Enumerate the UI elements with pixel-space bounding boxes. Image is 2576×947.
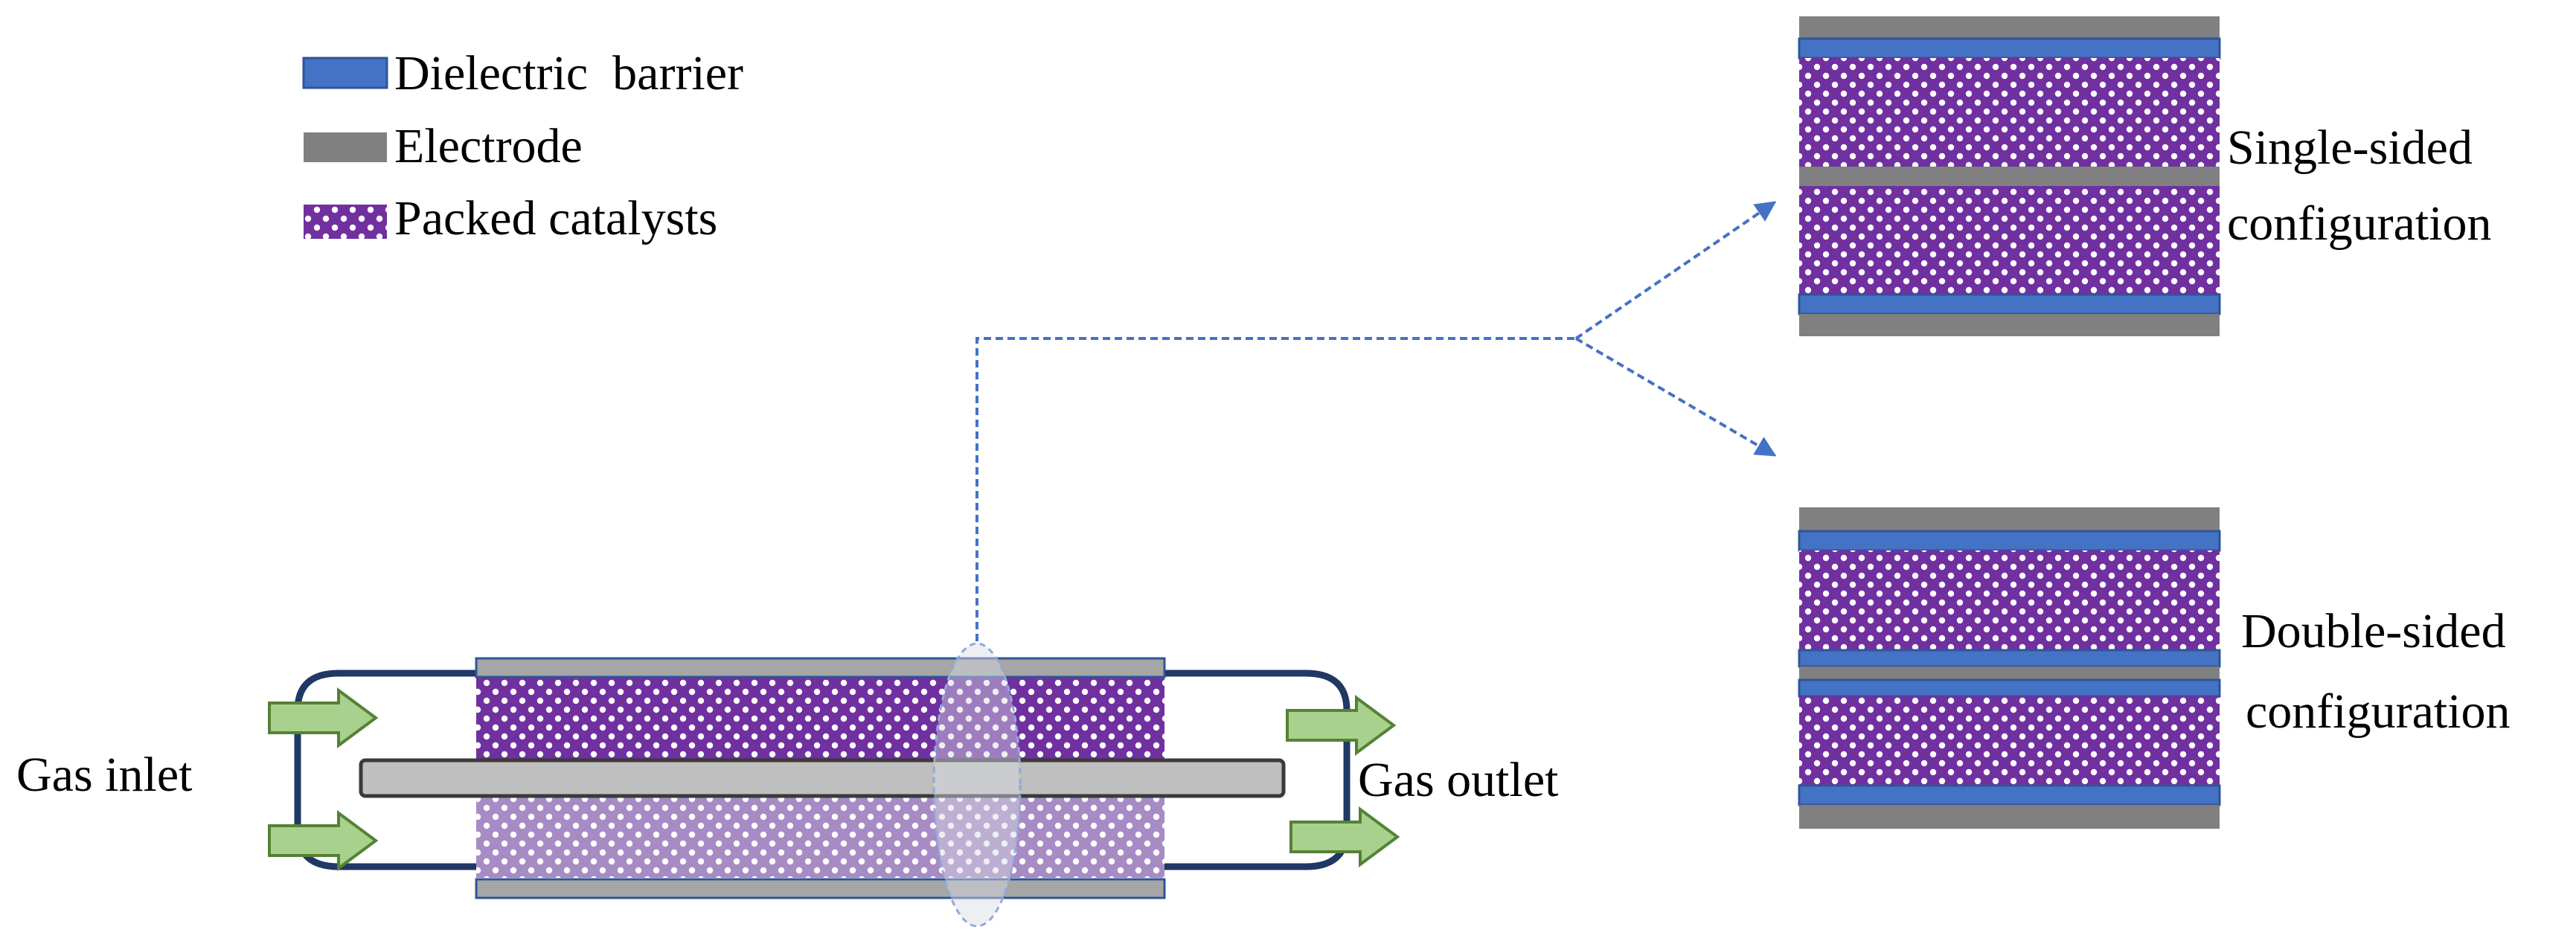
gas-inlet-label: Gas inlet xyxy=(16,748,192,802)
single-electrode-bottom xyxy=(1799,314,2220,336)
leader-arrow-single xyxy=(1574,201,1777,340)
inlet-arrow-top xyxy=(268,687,379,748)
double-catalyst-lower xyxy=(1799,696,2220,786)
double-dielectric-middle-lower xyxy=(1798,678,2221,698)
leader-line-main xyxy=(975,337,1576,641)
legend-label-dielectric: Dielectric barrier xyxy=(394,46,743,100)
inlet-arrow-bottom xyxy=(268,810,379,871)
single-sided-config: Single-sided configuration xyxy=(1798,16,2492,336)
outlet-arrow-top xyxy=(1286,695,1397,756)
double-sided-config: Double-sided configuration xyxy=(1798,507,2511,829)
single-electrode-top xyxy=(1799,16,2220,39)
outlet-arrow-bottom xyxy=(1289,806,1400,867)
double-sided-label-line2: configuration xyxy=(2246,684,2511,739)
single-catalyst-lower xyxy=(1799,186,2220,295)
legend: Dielectric barrier Electrode Packed cata… xyxy=(302,46,743,245)
single-dielectric-top xyxy=(1798,37,2221,60)
leader-lines xyxy=(975,201,1777,641)
single-sided-label-line1: Single-sided xyxy=(2227,121,2473,175)
outer-electrode-bottom xyxy=(475,878,1166,899)
double-dielectric-top xyxy=(1798,530,2221,552)
double-electrode-top xyxy=(1799,507,2220,531)
legend-swatch-electrode xyxy=(304,132,387,162)
legend-swatch-catalysts xyxy=(304,205,387,239)
catalyst-bed-upper xyxy=(476,677,1164,760)
gas-outlet-label: Gas outlet xyxy=(1358,753,1558,807)
highlight-ellipse xyxy=(932,642,1022,928)
legend-label-electrode: Electrode xyxy=(394,119,583,173)
single-sided-label-line2: configuration xyxy=(2227,196,2492,251)
inner-electrode-rod xyxy=(359,758,1286,798)
single-electrode-middle xyxy=(1799,167,2220,186)
double-electrode-bottom xyxy=(1799,805,2220,829)
single-dielectric-bottom xyxy=(1798,293,2221,315)
double-sided-label-line1: Double-sided xyxy=(2241,604,2506,658)
single-catalyst-upper xyxy=(1799,58,2220,167)
reactor: Gas inlet Gas outlet xyxy=(16,642,1558,928)
double-dielectric-middle-upper xyxy=(1798,649,2221,668)
double-electrode-middle xyxy=(1799,667,2220,680)
reactor-outer-tube xyxy=(294,670,1351,870)
leader-arrow-double xyxy=(1574,337,1777,457)
legend-swatch-dielectric xyxy=(302,57,388,89)
catalyst-bed-lower xyxy=(476,796,1164,878)
double-dielectric-bottom xyxy=(1798,784,2221,806)
legend-label-catalysts: Packed catalysts xyxy=(394,191,717,245)
double-catalyst-upper xyxy=(1799,550,2220,650)
outer-electrode-top xyxy=(475,657,1166,678)
